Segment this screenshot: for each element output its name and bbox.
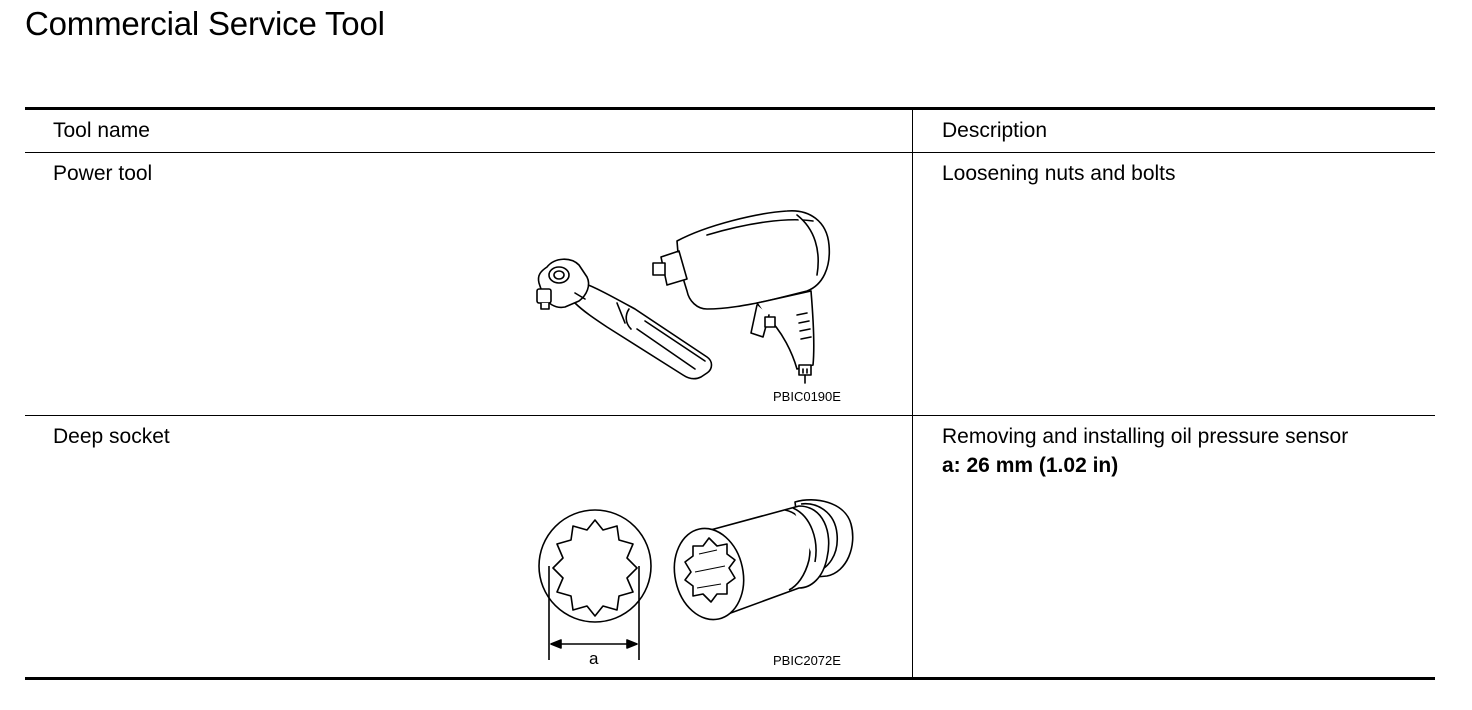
figure-code: PBIC0190E <box>773 389 841 404</box>
description-cell: Loosening nuts and bolts <box>942 162 1176 185</box>
tool-name-cell: Power tool <box>53 162 153 185</box>
tool-name-cell: Deep socket <box>53 425 170 448</box>
dimension-label: a <box>589 649 599 664</box>
impact-wrench-icon <box>652 210 831 384</box>
service-tool-table: Tool name Description Power tool Looseni… <box>25 107 1435 680</box>
ratchet-wrench-icon <box>536 258 713 380</box>
description-text: Removing and installing oil pressure sen… <box>942 425 1349 448</box>
header-description: Description <box>942 119 1048 142</box>
deep-socket-icon <box>673 499 854 621</box>
header-tool-name: Tool name <box>53 119 150 142</box>
page-title: Commercial Service Tool <box>25 5 385 42</box>
column-divider <box>912 110 913 677</box>
figure-code: PBIC2072E <box>773 653 841 668</box>
description-cell: Removing and installing oil pressure sen… <box>942 422 1348 480</box>
table-row: Deep socket Removing and installing oil … <box>25 416 1435 680</box>
socket-end-view-icon: a <box>538 509 652 664</box>
table-row: Power tool Loosening nuts and bolts <box>25 153 1435 416</box>
dimension-spec: a: 26 mm (1.02 in) <box>942 454 1119 477</box>
table-header-row: Tool name Description <box>25 110 1435 153</box>
